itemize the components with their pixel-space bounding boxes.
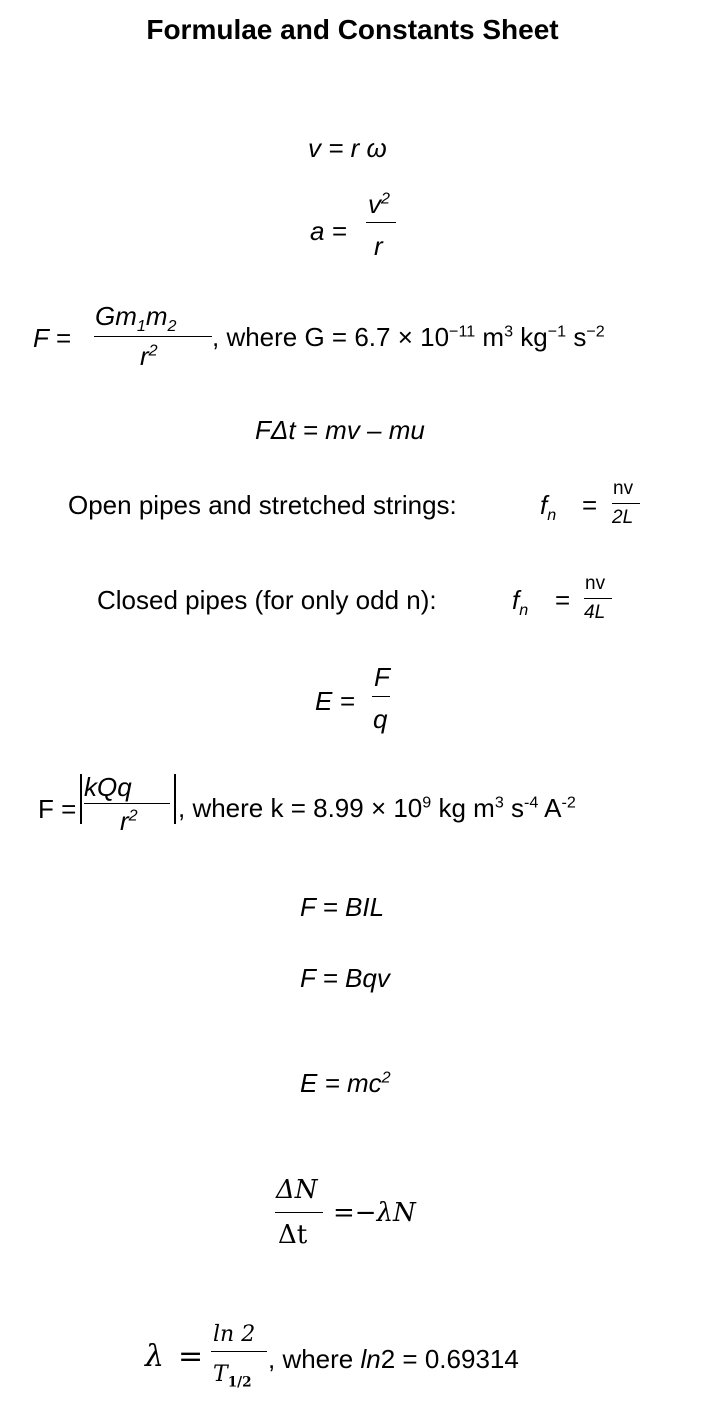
f: f <box>540 490 548 520</box>
den-sub: 1/2 <box>227 1374 252 1391</box>
e1: −11 <box>449 322 476 341</box>
formula-force-on-charge: F = Bqv <box>300 963 390 993</box>
page-title: Formulae and Constants Sheet <box>146 14 559 45</box>
fraction-line <box>84 803 170 804</box>
sub: n <box>547 506 557 525</box>
text: E = mc <box>300 1068 382 1098</box>
lhs: λ <box>145 1339 165 1374</box>
u2: s <box>503 793 525 823</box>
lhs-text: a = <box>310 216 347 246</box>
u2: kg <box>513 322 548 352</box>
where: , where k = 8.99 × 10 <box>178 793 423 823</box>
fraction-line <box>94 336 212 337</box>
formula-impulse: FΔt = mv – mu <box>255 415 425 445</box>
lhs: F = <box>33 323 71 353</box>
constant-ln2: , where ln2 = 0.69314 <box>268 1344 519 1374</box>
formula-mass-energy: E = mc2 <box>300 1068 391 1098</box>
denominator: 2L <box>612 507 634 528</box>
u3: A <box>538 793 562 823</box>
lhs: F = <box>38 794 77 824</box>
sup: 2 <box>381 1068 391 1087</box>
u3: s <box>566 322 587 352</box>
fraction-line <box>584 598 612 599</box>
den: r <box>120 806 129 836</box>
where-b: 2 = 0.69314 <box>380 1344 519 1374</box>
u1: kg m <box>431 793 495 823</box>
den: r <box>140 341 149 371</box>
fraction-line <box>366 222 396 223</box>
equals: = <box>178 1339 204 1374</box>
fraction-line <box>275 1212 323 1213</box>
numerator: v2 <box>368 189 390 219</box>
lhs: a = <box>310 216 347 246</box>
e2: 3 <box>494 793 504 812</box>
den: T <box>213 1362 228 1387</box>
u1: m <box>475 322 505 352</box>
abs-bar-left <box>80 774 82 824</box>
rhs: =−λN <box>333 1198 416 1228</box>
lhs: E = <box>315 686 355 716</box>
denominator: r <box>374 231 383 261</box>
fraction-line <box>211 1351 267 1352</box>
formula-angular-velocity: v = r ω <box>308 133 387 163</box>
e4: −2 <box>586 322 605 341</box>
label: Open pipes and stretched strings: <box>68 490 457 520</box>
constant-G: , where G = 6.7 × 10−11 m3 kg−1 s−2 <box>212 322 605 352</box>
denominator: Δt <box>278 1220 307 1250</box>
numerator: nv <box>613 478 634 499</box>
e1: 9 <box>422 793 432 812</box>
denominator: T1/2 <box>213 1360 252 1390</box>
abs-bar-right <box>174 774 176 824</box>
num-sup: 2 <box>381 189 390 208</box>
label: Closed pipes (for only odd n): <box>97 585 437 615</box>
numerator: nv <box>585 573 606 594</box>
fraction-line <box>372 696 390 697</box>
denominator: q <box>373 704 388 734</box>
numerator: ln 2 <box>213 1322 256 1347</box>
num-sub1: 1 <box>136 317 146 336</box>
e2: 3 <box>504 322 514 341</box>
e3: -4 <box>524 793 539 812</box>
e3: −1 <box>547 322 567 341</box>
sub: n <box>519 601 529 620</box>
numerator: Gm1m2 <box>95 301 177 334</box>
numerator: ΔN <box>276 1175 318 1205</box>
denominator: r2 <box>120 806 138 836</box>
fraction-line <box>612 503 640 504</box>
equals: = <box>582 490 598 520</box>
fn: fn <box>540 490 556 523</box>
den: Δt <box>278 1220 308 1250</box>
where-a: , where <box>268 1344 361 1374</box>
where-ln: ln <box>360 1344 381 1374</box>
num-sub2: 2 <box>167 317 177 336</box>
num-b: m <box>145 301 168 331</box>
denominator: r2 <box>140 341 158 371</box>
numerator: kQq <box>84 772 132 802</box>
num-a: Gm <box>95 301 137 331</box>
constant-k: , where k = 8.99 × 109 kg m3 s-4 A-2 <box>178 793 576 823</box>
numerator: F <box>374 662 390 692</box>
fn: fn <box>512 585 528 618</box>
den-sup: 2 <box>128 806 138 825</box>
den-sup: 2 <box>148 341 158 360</box>
num: v <box>368 189 381 219</box>
equals: = <box>555 585 571 615</box>
f: f <box>512 585 520 615</box>
formula-force-on-wire: F = BIL <box>300 892 385 922</box>
where: , where G = 6.7 × 10 <box>212 322 450 352</box>
denominator: 4L <box>584 602 606 623</box>
e4: -2 <box>561 793 576 812</box>
